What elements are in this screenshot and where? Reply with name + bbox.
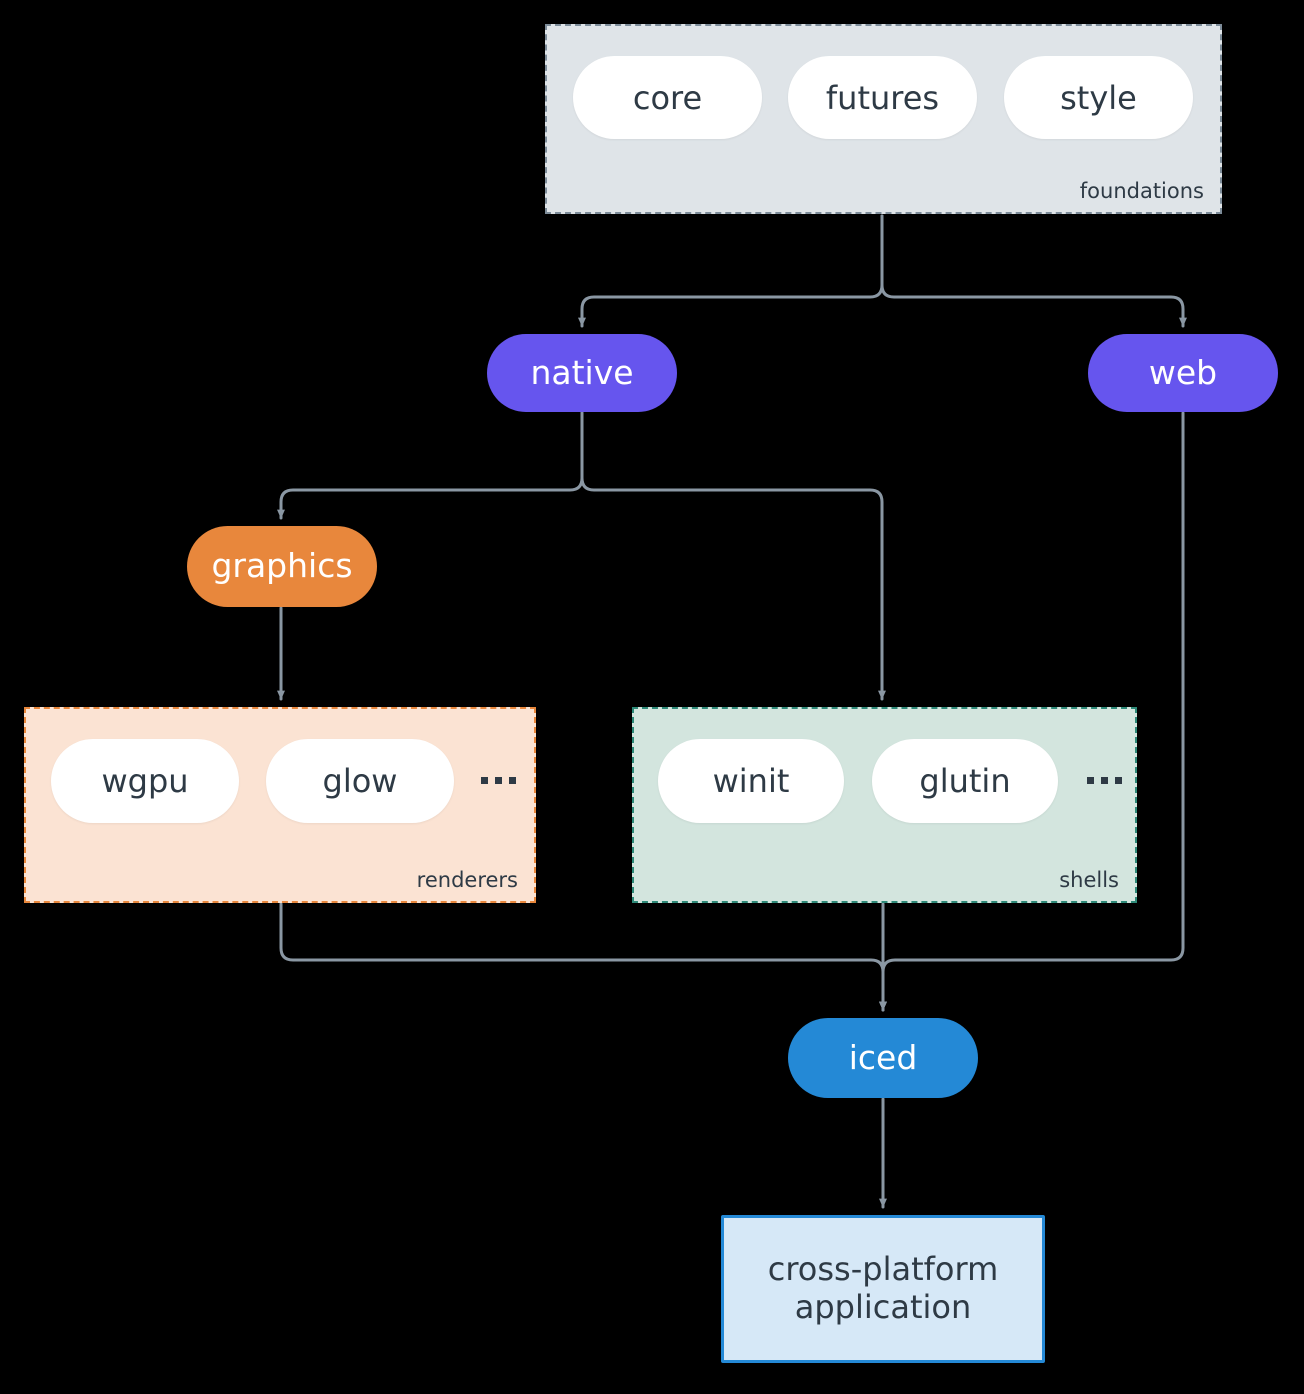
pill-winit[interactable]: winit: [658, 739, 844, 823]
node-iced[interactable]: iced: [788, 1018, 978, 1098]
shells-overflow-ellipsis-icon: [1087, 777, 1122, 784]
edge-native-shells: [580, 411, 886, 701]
pill-glow[interactable]: glow: [266, 739, 454, 823]
group-label-foundations: foundations: [1079, 179, 1204, 203]
application-label-line1: cross-platform: [767, 1250, 999, 1289]
edge-native-graphics: [277, 411, 584, 520]
node-graphics[interactable]: graphics: [187, 526, 377, 607]
pill-glutin[interactable]: glutin: [872, 739, 1058, 823]
node-native[interactable]: native: [487, 334, 677, 412]
edge-foundations-web: [880, 214, 1187, 328]
node-application[interactable]: cross-platform application: [721, 1215, 1045, 1363]
pill-style[interactable]: style: [1004, 56, 1193, 139]
pill-futures[interactable]: futures: [788, 56, 977, 139]
node-web[interactable]: web: [1088, 334, 1278, 412]
edge-renderers-iced: [279, 902, 887, 1012]
application-label-line2: application: [794, 1288, 972, 1326]
pill-core[interactable]: core: [573, 56, 762, 139]
renderers-overflow-ellipsis-icon: [481, 777, 516, 784]
group-label-renderers: renderers: [416, 868, 518, 892]
group-label-shells: shells: [1059, 868, 1119, 892]
edge-foundations-native: [578, 214, 884, 328]
pill-wgpu[interactable]: wgpu: [51, 739, 239, 823]
